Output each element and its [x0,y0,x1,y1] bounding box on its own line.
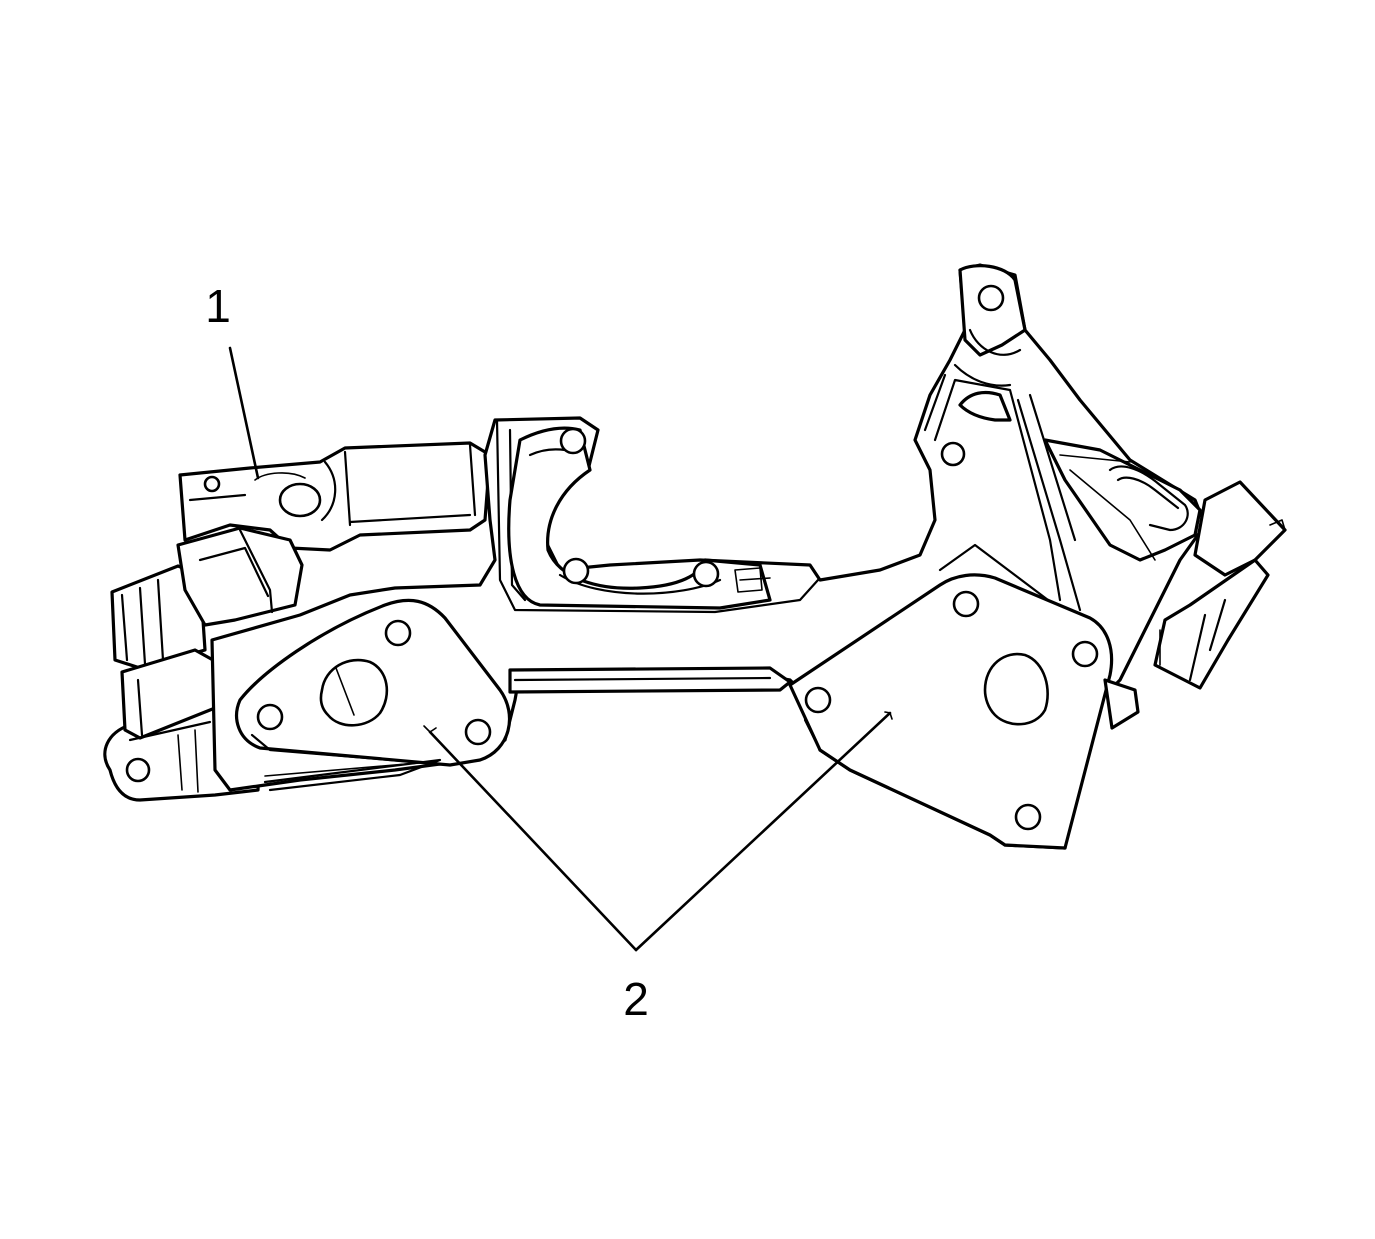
bolt-hole-top-center [559,427,587,455]
left-lug-hole [125,757,151,783]
left-flange-hole-2 [256,703,284,731]
middle-rail [508,666,792,694]
upper-tube-housing [176,441,492,627]
left-mounting-flange [235,598,511,792]
leader-line-2-left [428,730,638,952]
tower-top-hole [977,284,1005,312]
leader-line-2-right [634,711,892,952]
right-flange-hole-2 [804,686,832,714]
left-connector [110,564,217,740]
central-cutout [495,418,820,614]
upper-left-port [278,482,322,518]
right-slotted-arm [1043,438,1202,562]
right-flange-hole-4 [1014,803,1042,831]
right-flange-hole-3 [1071,640,1099,668]
leader-lines [228,346,893,952]
right-tower [923,264,1082,612]
right-flange-port [983,652,1049,726]
right-mounting-flange [788,573,1140,850]
right-connector [1153,480,1287,690]
small-left-hole [203,475,221,493]
callout-2: 2 [623,973,649,1025]
left-flange-hole-3 [464,718,492,746]
left-flange-port [319,658,389,727]
callout-1: 1 [205,280,231,332]
tower-side-hole [940,441,966,467]
bolt-hole-mid-left [562,557,590,585]
left-flange-hole-1 [384,619,412,647]
leader-line-1 [228,346,260,480]
bolt-hole-mid-right [692,560,720,588]
right-flange-hole-1 [952,590,980,618]
